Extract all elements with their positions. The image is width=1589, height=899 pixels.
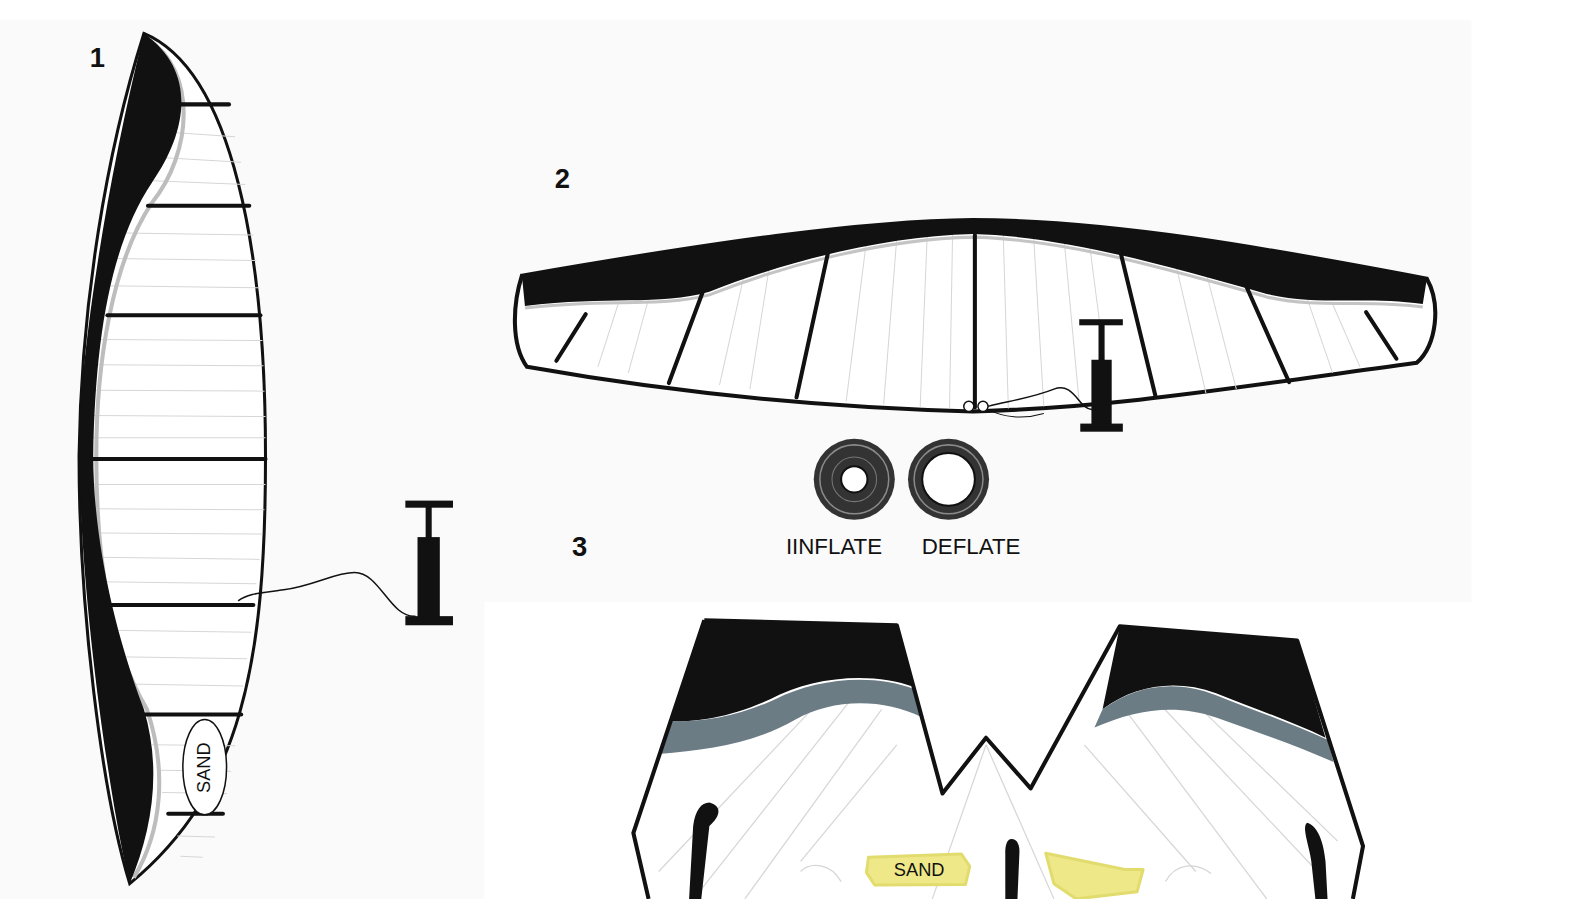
valve-label: DEFLATE xyxy=(922,534,1021,560)
callout-number: 3 xyxy=(572,532,587,563)
node-text: SAND xyxy=(194,742,215,793)
sand-patch: SAND xyxy=(866,853,971,885)
deflate-valve xyxy=(908,439,989,520)
inflate-valve xyxy=(814,439,895,520)
callout-number: 1 xyxy=(90,42,105,73)
pump-icon xyxy=(1079,319,1123,431)
sand-marker: SAND xyxy=(182,718,227,815)
wing-front-view xyxy=(515,220,1435,432)
sand-patch xyxy=(1046,853,1143,899)
valve-label: IINFLATE xyxy=(786,534,882,560)
pump-icon xyxy=(405,501,453,626)
callout-number: 2 xyxy=(555,164,570,195)
wing-back-view xyxy=(633,620,1363,899)
wing-top-view xyxy=(79,33,453,883)
node-text: SAND xyxy=(894,859,945,880)
